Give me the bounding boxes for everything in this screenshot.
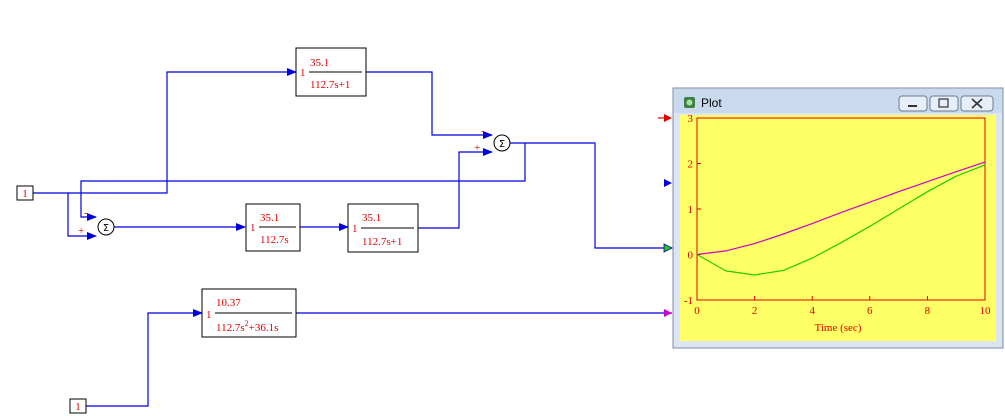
x-tick-label: 10 xyxy=(980,305,992,317)
plot-input-ports xyxy=(658,114,673,317)
constant-value: 1 xyxy=(22,188,28,200)
y-tick-label: 3 xyxy=(688,113,694,125)
close-button[interactable] xyxy=(960,95,994,112)
sum-sign-plus: + xyxy=(474,142,480,154)
plot-x-axis-label: Time (sec) xyxy=(815,322,862,334)
sum-sign-minus: - xyxy=(84,207,88,219)
tf-denominator: 112.7s+1 xyxy=(362,236,402,248)
wire-sum-right-output xyxy=(510,142,672,249)
tf-denominator: 112.7s+1 xyxy=(310,79,350,91)
wires xyxy=(33,68,672,407)
tf-denominator: 112.7s xyxy=(260,234,289,246)
sum-block-left[interactable]: Σ - + xyxy=(78,207,115,237)
y-tick-label: 0 xyxy=(688,250,694,262)
constant-block-2[interactable]: 1 xyxy=(69,398,87,414)
tf-numerator: 35.1 xyxy=(260,212,279,224)
plot-area-background xyxy=(680,115,996,341)
tf-gain: 1 xyxy=(300,67,306,79)
wire-const1-to-sum-left xyxy=(33,192,97,240)
transfer-function-top[interactable]: 1 35.1 112.7s+1 xyxy=(295,47,367,97)
x-tick-label: 8 xyxy=(925,305,931,317)
plot-input-port-4[interactable] xyxy=(664,309,672,317)
tf-denominator: 112.7s2+36.1s xyxy=(216,319,278,334)
transfer-function-integrator[interactable]: 1 35.1 112.7s xyxy=(245,203,301,252)
y-tick-label: 2 xyxy=(688,159,694,171)
plot-window-title: Plot xyxy=(701,96,722,110)
plot-window-icon xyxy=(684,97,695,108)
plot-input-port-3[interactable] xyxy=(663,243,673,253)
x-tick-label: 6 xyxy=(867,305,873,317)
wire-feedback xyxy=(80,143,526,221)
sum-sign-plus: + xyxy=(78,225,84,237)
tf-gain: 1 xyxy=(352,223,358,235)
y-tick-label: 1 xyxy=(688,204,694,216)
series-line-2 xyxy=(696,164,986,276)
wire-tf-top-to-sum-right xyxy=(366,71,493,139)
minimize-button[interactable] xyxy=(898,95,928,112)
tf-numerator: 35.1 xyxy=(310,57,329,69)
plot-input-port-1[interactable] xyxy=(664,114,672,122)
tf-gain: 1 xyxy=(206,309,212,321)
sum-symbol: Σ xyxy=(103,223,109,234)
maximize-button[interactable] xyxy=(929,95,959,112)
tf-numerator: 10.37 xyxy=(216,297,241,309)
x-tick-label: 0 xyxy=(694,305,700,317)
sum-symbol: Σ xyxy=(499,139,505,150)
transfer-function-bottom[interactable]: 1 10.37 112.7s2+36.1s xyxy=(201,288,297,338)
y-tick-label: -1 xyxy=(684,295,693,307)
x-tick-label: 4 xyxy=(809,305,815,317)
wire-tf-mid-to-sum-right xyxy=(418,148,493,229)
sum-block-right[interactable]: Σ - + xyxy=(474,125,511,154)
plot-input-port-2[interactable] xyxy=(664,179,672,187)
transfer-function-middle[interactable]: 1 35.1 112.7s+1 xyxy=(347,203,419,253)
series-line-1 xyxy=(696,161,986,256)
sum-sign-minus: - xyxy=(481,125,485,137)
constant-value: 1 xyxy=(75,401,81,413)
tf-gain: 1 xyxy=(250,222,256,234)
x-tick-label: 2 xyxy=(752,305,758,317)
constant-block-1[interactable]: 1 xyxy=(16,185,34,201)
wire-const1-to-tf-top xyxy=(68,68,297,194)
tf-numerator: 35.1 xyxy=(362,212,381,224)
plot-lines xyxy=(696,161,986,276)
wire-const2-to-tf-bot xyxy=(86,309,203,407)
